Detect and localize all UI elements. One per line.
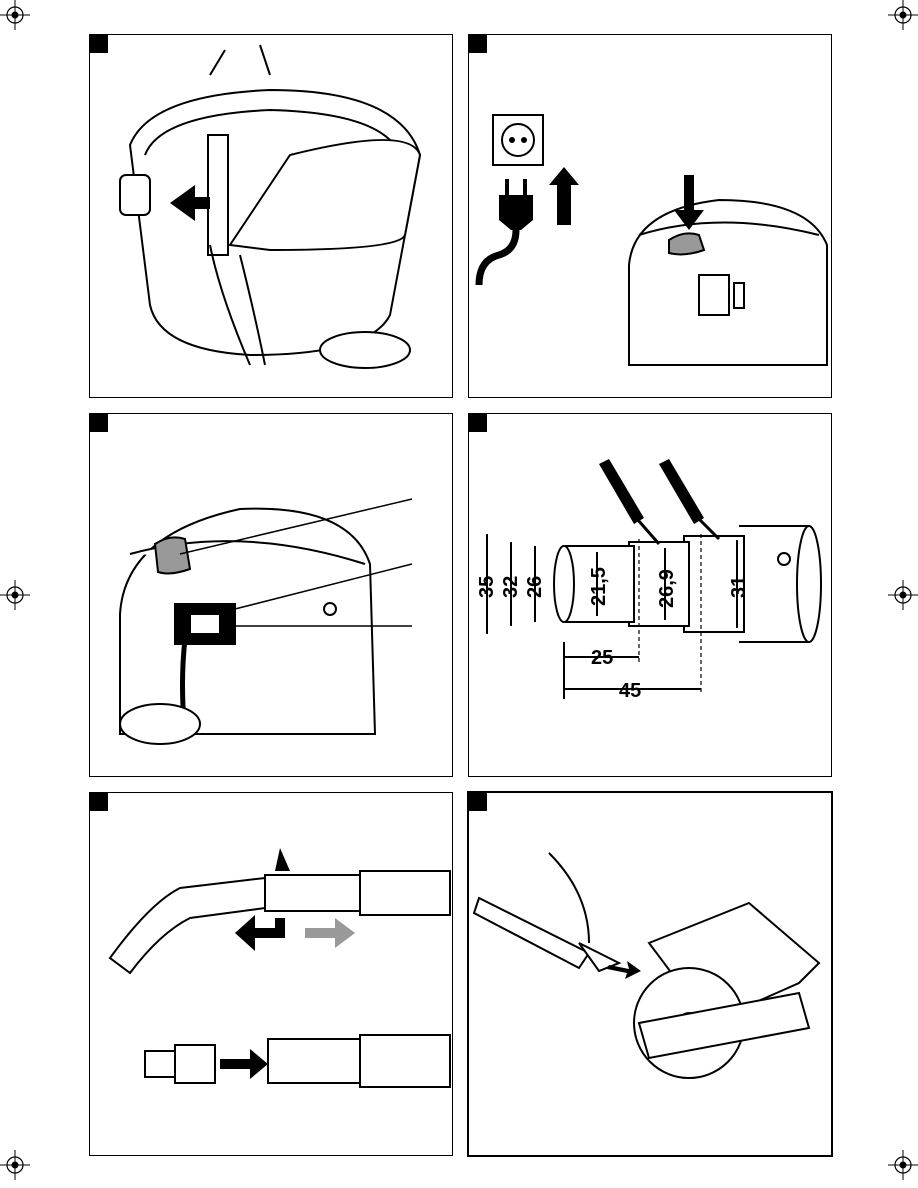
registration-mark-bottom-right-icon [888,1150,918,1180]
registration-mark-mid-left-icon [0,580,30,610]
figure-2-panel [468,34,832,398]
registration-mark-top-right-icon [888,0,918,30]
figure-3-panel [89,413,453,777]
press-arrow-icon [275,848,290,871]
power-socket-icon [493,115,543,165]
arrow-up-icon [549,167,579,225]
registration-mark-top-left-icon [0,0,30,30]
vacuum-unit-illustration [90,414,452,776]
registration-mark-mid-right-icon [888,580,918,610]
figure-1-panel [89,34,453,398]
circular-saw-connection-illustration [469,793,831,1155]
filter-bag-illustration [90,35,452,397]
dimension-26: 26 [524,576,546,598]
arrow-right-grey-icon [305,918,355,948]
saw-blade-left-icon [599,459,659,544]
arrow-right-icon [220,1049,268,1079]
dimension-25: 25 [591,647,613,669]
registration-mark-bottom-left-icon [0,1150,30,1180]
figure-5-panel [89,792,453,1156]
arrow-left-icon [235,915,285,951]
dimension-45: 45 [619,680,641,702]
dimension-32: 32 [500,576,522,598]
figure-6-panel [467,791,833,1157]
hose-adapter-illustration [90,793,452,1155]
dimension-21-5: 21,5 [588,567,610,606]
power-plug-icon [479,179,533,285]
figure-4-panel: 35 32 26 21,5 26,9 31 25 45 [468,413,832,777]
dimension-26-9: 26,9 [656,569,678,608]
power-plug-illustration [469,35,831,397]
saw-blade-right-icon [659,459,719,539]
adapter-dimension-diagram: 35 32 26 21,5 26,9 31 25 45 [469,414,831,776]
dimension-35: 35 [476,576,498,598]
dimension-31: 31 [728,576,750,598]
